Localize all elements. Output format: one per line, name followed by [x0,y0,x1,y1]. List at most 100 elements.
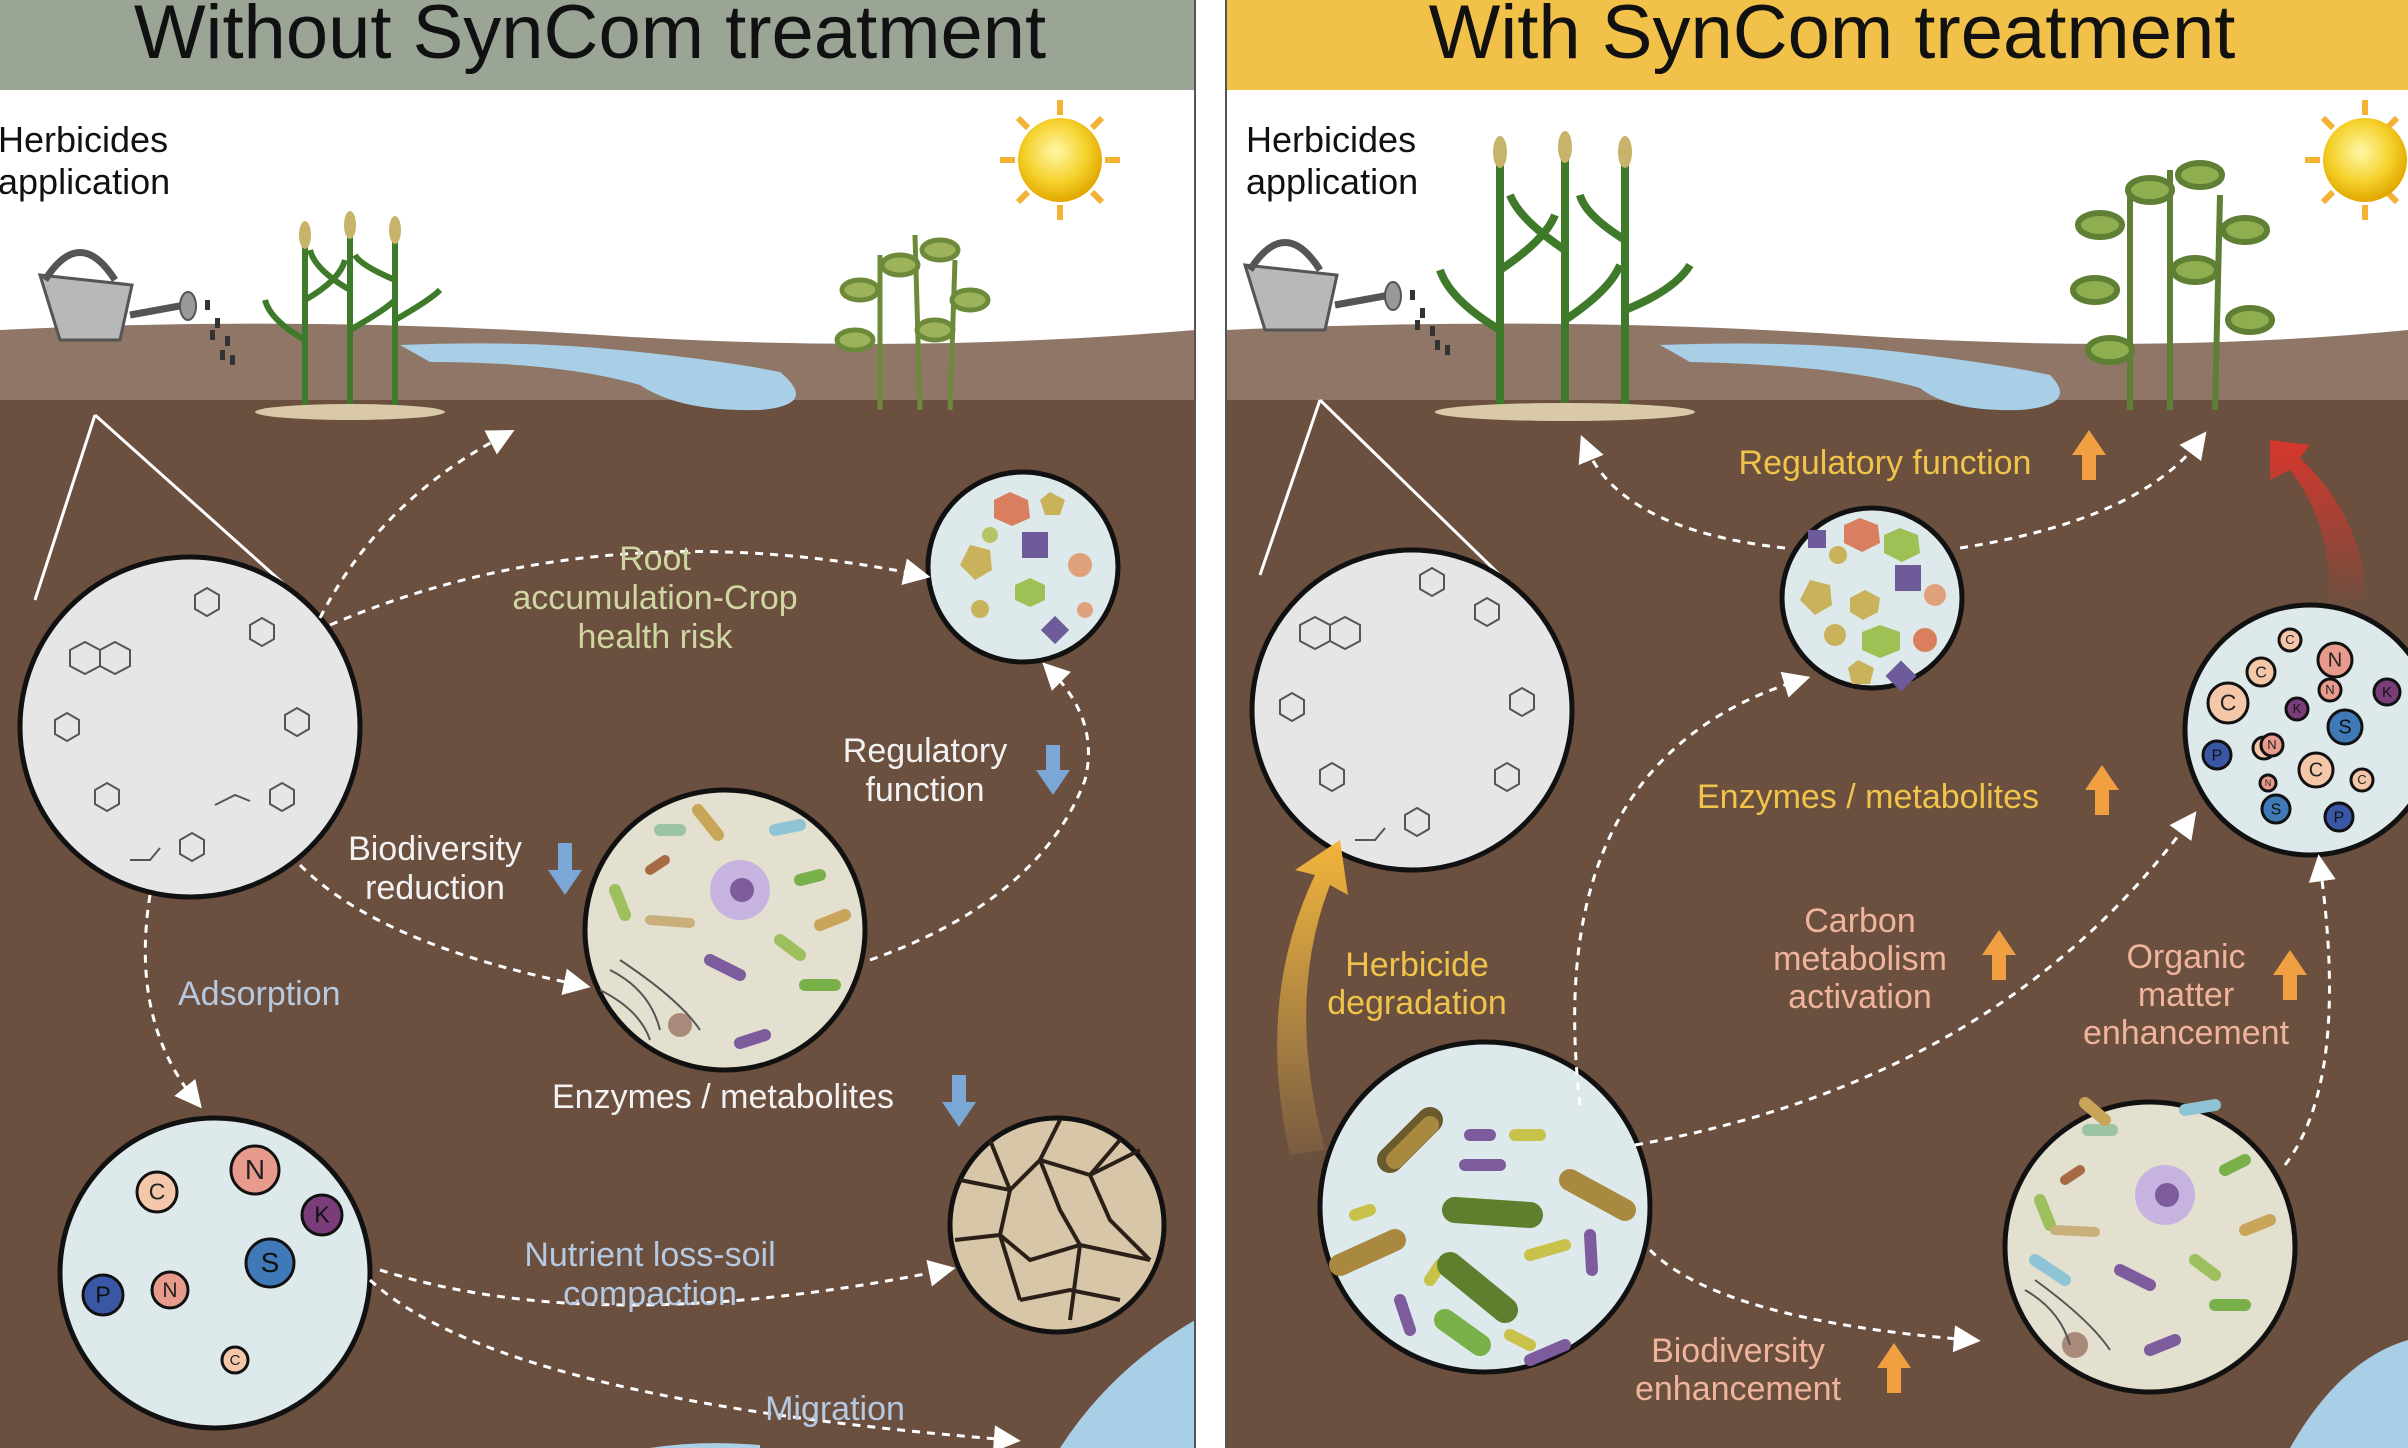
right-nutrient-badge-c [2277,627,2303,653]
right-nutrient-badge-c [2349,767,2375,793]
right-nutrient-badge-label: N [2325,682,2334,697]
right-nutrient-badge-label: C [2220,690,2237,716]
left-water-channel [400,343,796,411]
left-biodiversity-down-arrow [548,843,582,895]
left-soybean-plants-icon [834,234,991,411]
right-nutrient-badge-n [2259,732,2285,758]
right-carbon-up-arrow [1982,930,2016,980]
left-nutrients-circle [57,1115,373,1431]
left-nutrient-badge-label: S [261,1247,280,1278]
right-nutrient-badge-k [2284,696,2310,722]
right-nutrient-badge-n [2317,677,2343,703]
left-sun-icon [1000,100,1120,220]
right-regulatory-label: Regulatory function [1739,444,2032,482]
right-sun-icon [2305,100,2407,220]
left-groundwater [1060,1320,1195,1448]
right-nutrient-badge-c [2206,681,2250,725]
right-soybean-plants-icon [2070,160,2275,411]
left-panel-title: Without SynCom treatment [134,0,1046,75]
right-nutrient-badge-label: C [2285,632,2294,647]
right-nutrient-badge-s [2326,708,2364,746]
left-nutrient-badge-n [150,1270,190,1310]
left-microbes-circle [582,787,868,1073]
right-nutrient-badge-label: P [2334,809,2345,826]
right-enzymes-up-arrow [2085,765,2119,815]
left-metabolites-circle [925,469,1121,665]
left-nutrient-badge-label: N [245,1154,265,1185]
right-organic-up-arrow [2273,950,2307,1000]
right-regulatory-up-arrow [2072,430,2106,480]
herbicide-degradation-arrow [1277,840,1348,1155]
right-nutrient-badge-label: K [2293,701,2302,716]
left-regulatory-down-arrow [1036,745,1070,795]
watering-can-icon [37,249,235,365]
right-watering-can-icon [1242,239,1450,355]
left-herbicide-molecules-circle [17,554,363,900]
left-sky [0,90,1195,320]
left-nutrient-badge-label: C [149,1179,166,1205]
right-nutrient-badge-label: C [2255,664,2267,681]
left-nutrient-badge-c [220,1345,250,1375]
left-nutrient-badge-label: N [162,1279,177,1302]
right-nutrient-badge-label: N [2328,649,2342,671]
left-nutrient-badge-label: K [314,1202,330,1228]
right-nutrient-badge-p [2201,739,2233,771]
crop-improvement-red-arrow [2270,440,2365,600]
right-nutrient-badge-label: C [2357,772,2366,787]
right-nutrient-badge-label: K [2382,684,2392,701]
right-nutrient-badge-n [2258,773,2278,793]
right-biodiversity-up-arrow [1877,1343,1911,1393]
right-nutrient-badge-k [2372,677,2402,707]
left-adsorption-label: Adsorption [178,975,341,1013]
right-nutrient-badge-s [2260,793,2292,825]
right-nutrient-badge-c [2245,656,2277,688]
right-nutrient-badges: CNCCKNKSCPNCSPNC [2201,627,2402,833]
right-panel-title: With SynCom treatment [1429,0,2236,75]
right-groundwater [2290,1340,2408,1448]
left-nutrient-badge-n [229,1144,281,1196]
right-microbes-circle [2002,1097,2298,1395]
right-nutrient-badge-label: P [2212,747,2223,764]
right-nutrient-badge-c [2297,751,2335,789]
right-nutrient-badge-n [2316,641,2354,679]
left-nutrient-badge-s [244,1237,296,1289]
left-nutrient-badge-p [81,1273,125,1317]
left-nutrient-badge-label: P [95,1282,110,1308]
right-enzymes-label: Enzymes / metabolites [1697,778,2039,816]
left-flow-arrows [143,430,1090,1448]
left-corn-plants-icon [255,211,445,420]
left-header-bar [0,0,1195,90]
right-herbicide-molecules-circle [1249,547,1575,873]
cracked-soil-circle [947,1115,1167,1335]
left-migration-label: Migration [765,1390,905,1428]
left-enzymes-label: Enzymes / metabolites [552,1078,894,1116]
left-nutrient-badge-label: C [230,1352,241,1369]
right-nutrient-badge-p [2323,801,2355,833]
right-water-channel [1660,343,2060,411]
left-enzymes-down-arrow [942,1075,976,1127]
right-nutrient-badge-label: N [2267,737,2276,752]
right-zoom-lines [1258,398,1507,582]
left-nutrient-badge-k [300,1193,344,1237]
right-nutrient-badge-label: C [2309,759,2323,781]
right-nutrient-badge-label: S [2338,716,2351,738]
right-nutrient-badge-label: S [2271,801,2282,818]
right-sky [1227,90,2408,320]
right-flow-arrows [1573,431,2336,1353]
left-nutrient-badge-c [135,1170,179,1214]
panel-divider [1195,0,1225,1448]
right-nutrient-badge-label: N [2265,778,2272,788]
left-zoom-lines [33,413,287,601]
left-nutrient-badges: C N K S P N C [81,1144,344,1375]
